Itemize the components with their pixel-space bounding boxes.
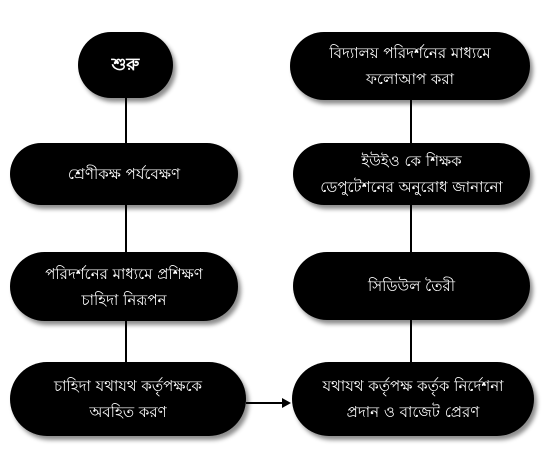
- classroom-observation-node: শ্রেণীকক্ষ পর্যবেক্ষণ: [10, 143, 238, 205]
- connector-start-to-observation: [125, 97, 127, 144]
- start-node: শুরু: [78, 32, 173, 98]
- inform-authority-node: চাহিদা যথাযথ কর্তৃপক্ষকে অবহিত করণ: [10, 362, 246, 436]
- connector-request-to-schedule: [410, 205, 412, 252]
- school-followup-node: বিদ্যালয় পরিদর্শনের মাধ্যমে ফলোআপ করা: [290, 32, 530, 100]
- connector-followup-to-request: [410, 100, 412, 144]
- classroom-observation-label: শ্রেণীকক্ষ পর্যবেক্ষণ: [67, 165, 181, 183]
- budget-instruction-label: যথাযথ কর্তৃপক্ষ কর্তৃক নির্দেশনা প্রদান …: [322, 377, 504, 421]
- schedule-label: সিডিউল তৈরী: [367, 277, 456, 295]
- training-need-label: পরিদর্শনের মাধ্যমে প্রশিক্ষণ চাহিদা নিরূ…: [45, 264, 203, 309]
- connector-training-to-inform: [125, 320, 127, 362]
- school-followup-label: বিদ্যালয় পরিদর্শনের মাধ্যমে ফলোআপ করা: [329, 44, 491, 88]
- schedule-node: সিডিউল তৈরী: [293, 252, 530, 320]
- connector-schedule-to-budget: [410, 320, 412, 362]
- start-node-label: শুরু: [111, 55, 140, 75]
- connector-observation-to-training: [125, 205, 127, 252]
- training-need-node: পরিদর্শনের মাধ্যমে প্রশিক্ষণ চাহিদা নিরূ…: [10, 252, 238, 321]
- inform-authority-label: চাহিদা যথাযথ কর্তৃপক্ষকে অবহিত করণ: [53, 377, 203, 421]
- budget-instruction-node: যথাযথ কর্তৃপক্ষ কর্তৃক নির্দেশনা প্রদান …: [292, 362, 534, 436]
- uo-request-label: ইউইও কে শিক্ষক ডেপুটেশনের অনুরোধ জানানো: [320, 152, 503, 196]
- uo-request-node: ইউইও কে শিক্ষক ডেপুটেশনের অনুরোধ জানানো: [293, 143, 530, 205]
